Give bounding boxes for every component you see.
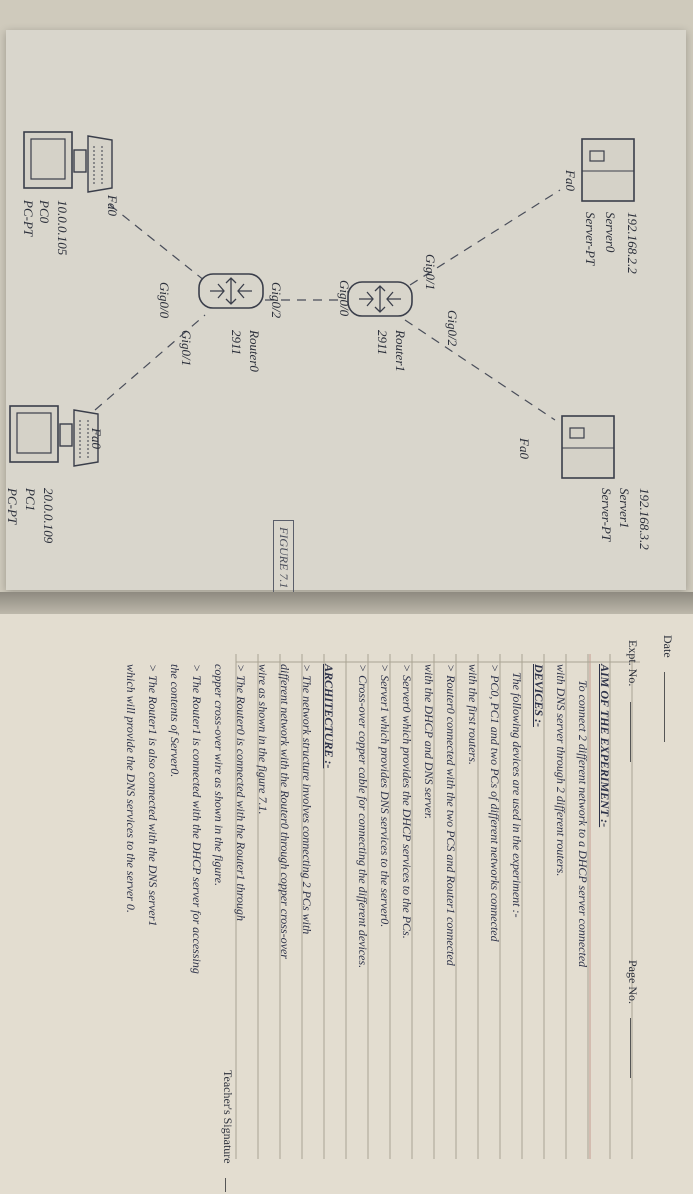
text-line: > Server1 which provides DNS services to… — [378, 664, 392, 928]
pc-icon — [9, 405, 99, 467]
router1-port-gig0-0: Gig0/0 — [337, 280, 352, 317]
link-pc1-router0 — [94, 314, 206, 411]
server1-port: Fa0 — [517, 438, 532, 459]
page-fold — [0, 592, 693, 614]
router0-port-gig0-1: Gig0/1 — [179, 330, 194, 367]
pc1-ip: 20.0.0.109 — [41, 488, 56, 544]
router-icon — [347, 281, 413, 317]
link-pc0-router0 — [109, 204, 211, 286]
text-line: with the DHCP and DNS server. — [422, 664, 436, 820]
router0-name: Router0 — [247, 330, 262, 372]
text-line: > Router0 connected with the two PCS and… — [444, 664, 458, 966]
server-icon — [561, 415, 615, 479]
server1-ip: 192.168.3.2 — [637, 488, 652, 550]
text-line: the contents of Server0. — [168, 664, 182, 778]
text-line: > The Router1 is connected with the DHCP… — [190, 664, 204, 974]
server0-port: Fa0 — [563, 170, 578, 191]
text-line: ARCHITECTURE :- — [322, 664, 336, 769]
date-label: Date — [661, 635, 675, 658]
router0-model: 2911 — [229, 330, 244, 356]
pc0-ip: 10.0.0.105 — [55, 200, 70, 256]
pc1-type: PC-PT — [5, 488, 20, 525]
expt-no-label: Expt. No. — [626, 640, 640, 687]
text-line: AIM OF THE EXPERIMENT :- — [598, 664, 612, 828]
teacher-signature-underline — [225, 1178, 226, 1192]
text-line: with DNS server through 2 different rout… — [554, 664, 568, 877]
date-underline — [664, 672, 665, 742]
pc1-port: Fa0 — [89, 428, 104, 449]
router1-port-gig0-1: Gig0/1 — [423, 254, 438, 291]
server0-name: Server0 — [603, 212, 618, 253]
ruled-lines — [235, 654, 640, 1159]
server1-name: Server1 — [617, 488, 632, 529]
router-icon — [198, 273, 264, 309]
server0-ip: 192.168.2.2 — [625, 212, 640, 274]
text-line: > Cross-over copper cable for connecting… — [356, 664, 370, 969]
link-router1-server1 — [404, 319, 556, 421]
text-line: > Server0 which provides the DHCP servic… — [400, 664, 414, 939]
server-icon — [581, 138, 635, 202]
text-line: different network with the Router0 throu… — [278, 664, 292, 959]
router1-name: Router1 — [393, 330, 408, 372]
text-line: The following devices are used in the ex… — [510, 672, 524, 918]
figure-caption: FIGURE 7.1 — [273, 520, 294, 596]
pc0-name: PC0 — [37, 200, 52, 224]
teacher-signature-label: Teacher's Signature — [221, 1070, 235, 1164]
text-line: > The Router1 is also connected with the… — [146, 664, 160, 927]
expt-no-underline — [630, 702, 631, 762]
page-no-label: Page No. — [626, 960, 640, 1004]
text-line: > PC0, PC1 and two PCs of different netw… — [488, 664, 502, 942]
router0-port-gig0-0: Gig0/0 — [157, 282, 172, 319]
text-line: > The network structure involves connect… — [300, 664, 314, 935]
network-links — [94, 189, 561, 421]
text-line: > The Router0 is connected with the Rout… — [234, 664, 248, 921]
router1-port-gig0-2: Gig0/2 — [445, 310, 460, 347]
router1-model: 2911 — [375, 330, 390, 356]
text-line: copper cross-over wire as shown in the f… — [212, 664, 226, 886]
pc1-name: PC1 — [23, 488, 38, 512]
text-line: with the first routers. — [466, 664, 480, 765]
server1-type: Server-PT — [599, 488, 614, 542]
link-router1-server0 — [409, 189, 561, 286]
pc-icon — [23, 131, 113, 193]
server0-type: Server-PT — [583, 212, 598, 266]
text-line: To connect 2 different network to a DHCP… — [576, 680, 590, 968]
pc0-port: Fa0 — [105, 195, 120, 216]
router0-port-gig0-2: Gig0/2 — [269, 282, 284, 319]
text-line: which will provide the DNS services to t… — [124, 664, 138, 913]
text-line: DEVICES :- — [532, 664, 546, 728]
page-no-underline — [630, 1018, 631, 1078]
pc0-type: PC-PT — [21, 200, 36, 237]
figure-page — [6, 30, 686, 590]
text-line: wire as shown in the figure 7.1. — [256, 664, 270, 815]
